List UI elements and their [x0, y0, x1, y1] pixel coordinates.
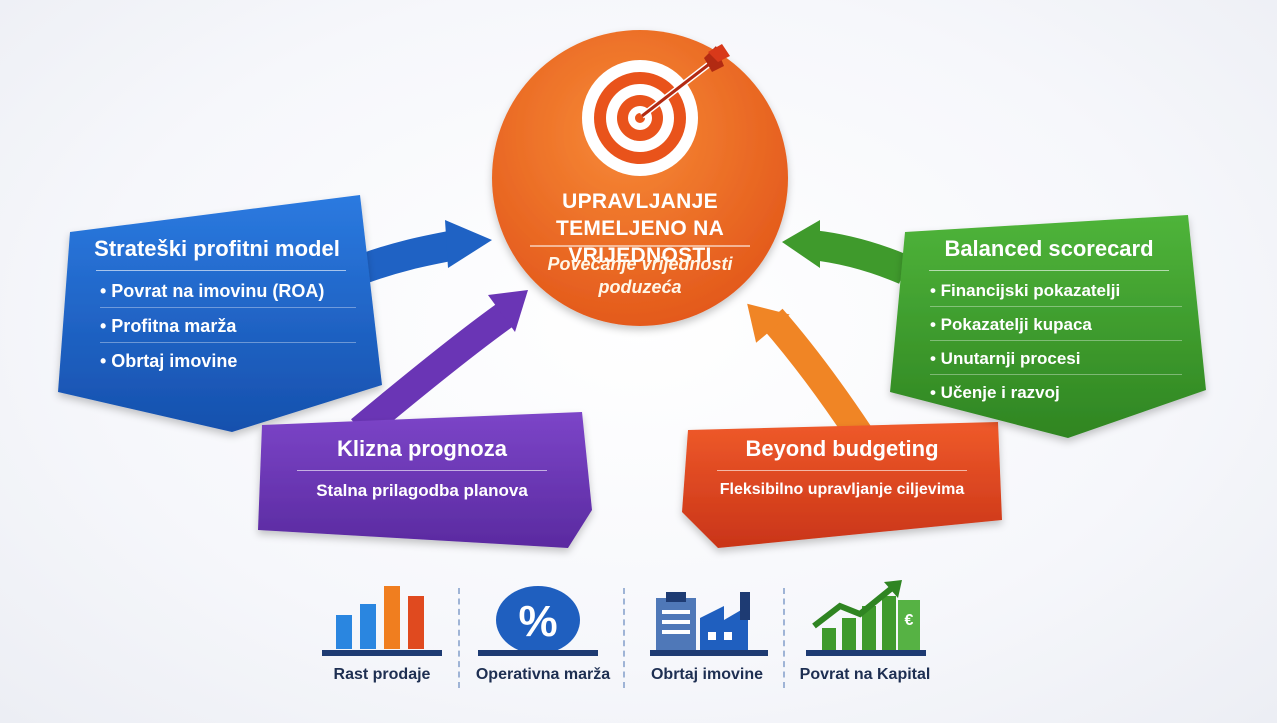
rolling-subtitle: Stalna prilagodba planova — [272, 481, 572, 501]
rolling-title: Klizna prognoza — [272, 436, 572, 462]
beyond-title: Beyond budgeting — [692, 436, 992, 462]
strategic-item: • Povrat na imovinu (ROA) — [100, 281, 356, 308]
center-subtitle: Povećanje vrijednosti poduzeća — [530, 253, 750, 299]
kpi-label-asset-turnover: Obrtaj imovine — [634, 666, 780, 684]
kpi-separator — [458, 588, 460, 688]
arrow-green — [782, 220, 905, 270]
kpi-label-sales-growth: Rast prodaje — [312, 666, 452, 684]
strategic-title: Strateški profitni model — [78, 236, 356, 262]
balanced-item: • Pokazatelji kupaca — [930, 315, 1182, 341]
kpi-label-return-on-equity: Povrat na Kapital — [790, 666, 940, 684]
balanced-item: • Učenje i razvoj — [930, 383, 1182, 408]
arrow-blue — [360, 220, 492, 270]
svg-text:€: € — [905, 612, 914, 629]
arrow-purple — [360, 290, 528, 430]
svg-text:%: % — [518, 597, 557, 646]
strategic-panel: Strateški profitni model • Povrat na imo… — [86, 236, 356, 385]
balanced-item: • Unutarnji procesi — [930, 349, 1182, 375]
percent-icon: % — [478, 586, 598, 656]
strategic-item: • Obrtaj imovine — [100, 351, 356, 377]
balanced-title: Balanced scorecard — [916, 236, 1182, 262]
beyond-panel: Beyond budgeting Fleksibilno upravljanje… — [692, 436, 992, 499]
beyond-subtitle: Fleksibilno upravljanje ciljevima — [692, 481, 992, 499]
arrow-orange — [747, 297, 860, 435]
rolling-panel: Klizna prognoza Stalna prilagodba planov… — [272, 436, 572, 501]
kpi-separator — [623, 588, 625, 688]
kpi-separator — [783, 588, 785, 688]
factory-clipboard-icon — [650, 592, 768, 656]
bar-chart-icon — [322, 586, 442, 656]
balanced-panel: Balanced scorecard • Financijski pokazat… — [916, 236, 1182, 416]
strategic-item: • Profitna marža — [100, 316, 356, 343]
growth-chart-euro-icon: € — [806, 580, 926, 656]
kpi-label-operating-margin: Operativna marža — [468, 666, 618, 684]
balanced-item: • Financijski pokazatelji — [930, 281, 1182, 307]
